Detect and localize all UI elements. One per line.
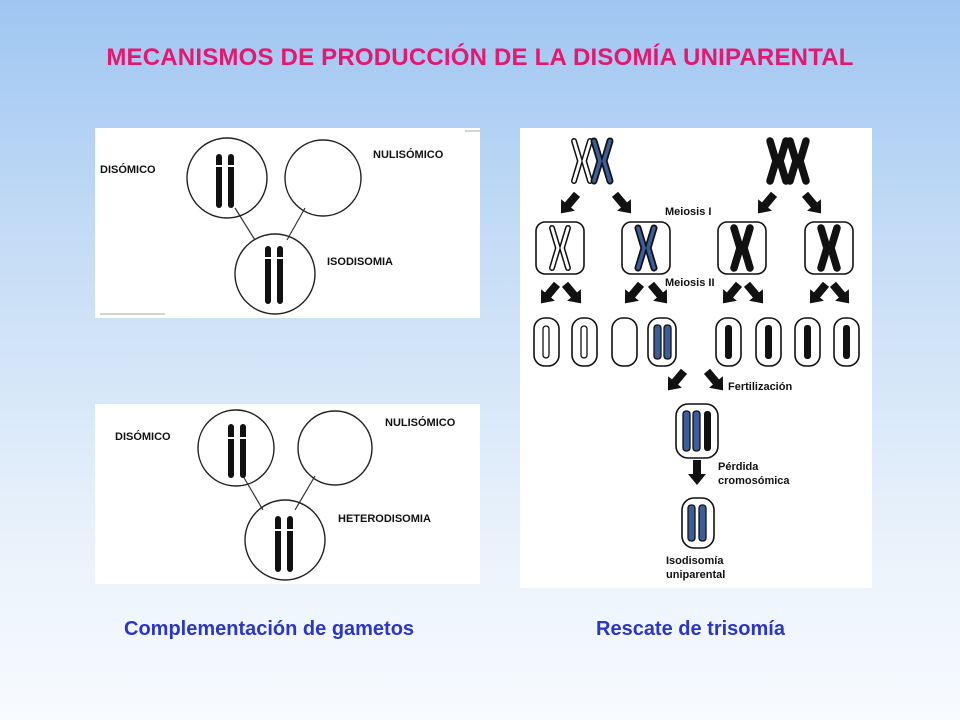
disomic-gamete-circle [197, 409, 275, 487]
gamete-complementation-caption: Complementación de gametos [124, 618, 415, 640]
chromosome [277, 246, 283, 304]
meiosis-1-cell [621, 221, 671, 275]
gamete-cell [715, 317, 742, 367]
nullisomic-label: NULISÓMICO [373, 148, 444, 161]
arrow-icon [700, 365, 730, 397]
chromosome [228, 424, 234, 478]
meiosis-1-cell [804, 221, 854, 275]
arrow-icon [554, 188, 584, 220]
arrow-icon [740, 278, 770, 310]
meiosis-1-label: Meiosis I [665, 206, 711, 218]
nullisomic-gamete-circle [297, 410, 373, 486]
chromosome [275, 516, 281, 572]
meiosis-2-label: Meiosis II [665, 277, 715, 289]
chromosome [287, 516, 293, 572]
nullisomic-gamete-cell [611, 317, 638, 367]
gamete-cell [571, 317, 598, 367]
arrow-icon [803, 278, 833, 310]
isodisomy-diagram: DISÓMICO NULISÓMICO ISODISOMIA [95, 128, 480, 318]
chromosome [240, 424, 246, 478]
meiosis-1-cell [535, 221, 585, 275]
arrow-icon [534, 278, 564, 310]
uniparental-isodisomy-label-line1: Isodisomía [666, 555, 724, 567]
chromosome-loss-label-line1: Pérdida [718, 461, 759, 473]
arrow-icon [798, 188, 828, 220]
disomic-gamete-cell [647, 317, 677, 367]
disomic-label: DISÓMICO [100, 163, 156, 176]
arrow-icon [661, 365, 691, 397]
uniparental-isodisomy-label-line2: uniparental [666, 569, 725, 581]
trisomic-zygote-cell [675, 403, 719, 459]
gamete-cell [755, 317, 782, 367]
heterodisomy-label: HETERODISOMIA [338, 513, 431, 525]
heterodisomy-diagram: DISÓMICO NULISÓMICO HETERODISOMIA [95, 404, 480, 584]
arrow-icon [716, 278, 746, 310]
arrow-icon [688, 460, 706, 485]
trisomy-rescue-caption: Rescate de trisomía [596, 618, 785, 640]
gamete-cell [794, 317, 821, 367]
isodisomy-label: ISODISOMIA [327, 256, 393, 268]
arrow-icon [826, 278, 856, 310]
nullisomic-gamete-circle [284, 139, 362, 217]
gamete-cell [533, 317, 560, 367]
chromosome [228, 154, 234, 208]
isodisomy-zygote-cell [681, 497, 715, 549]
nullisomic-label: NULISÓMICO [385, 416, 456, 429]
isodisomy-zygote-circle [234, 233, 316, 315]
chromosome [216, 154, 222, 208]
disomic-label: DISÓMICO [115, 430, 171, 443]
arrow-icon [618, 278, 648, 310]
disomic-gamete-circle [186, 137, 268, 219]
chromosome-loss-label-line2: cromosómica [718, 475, 790, 487]
page-title: MECANISMOS DE PRODUCCIÓN DE LA DISOMÍA U… [106, 44, 854, 71]
meiosis-1-cell [717, 221, 767, 275]
heterodisomy-zygote-circle [244, 499, 326, 581]
arrow-icon [751, 188, 781, 220]
arrow-icon [608, 188, 638, 220]
gamete-cell [833, 317, 860, 367]
maternal-chromosome-pair [574, 141, 610, 181]
fertilization-label: Fertilización [728, 381, 792, 393]
paternal-chromosome-pair [770, 141, 806, 181]
chromosome [265, 246, 271, 304]
trisomy-rescue-diagram: Meiosis I Meiosis II [520, 128, 872, 588]
arrow-icon [558, 278, 588, 310]
